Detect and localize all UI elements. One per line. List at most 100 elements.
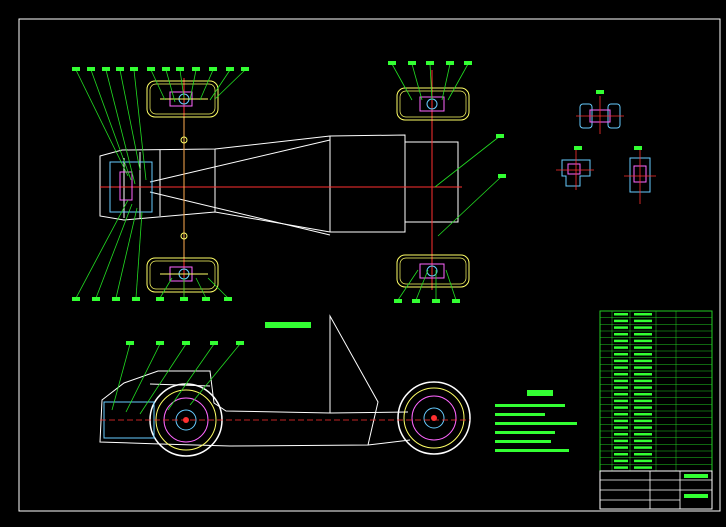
front-callout-leaders xyxy=(75,63,503,301)
steering-rack xyxy=(109,161,153,213)
parts-list-entry xyxy=(634,459,652,463)
parts-list-entry xyxy=(634,399,652,403)
side-callout-tags xyxy=(126,341,244,345)
parts-list-entry xyxy=(634,366,652,369)
hub-icon xyxy=(423,407,445,429)
detail-view-c xyxy=(624,146,656,204)
notes-line xyxy=(495,404,565,407)
parts-list-entry xyxy=(614,353,628,356)
wheel-icon xyxy=(146,257,219,293)
front-suspension-cluster xyxy=(109,117,188,258)
detail-label-tag xyxy=(574,146,582,150)
brake-caliper-icon xyxy=(567,163,581,175)
wheel-icon xyxy=(396,254,470,288)
parts-list-entry xyxy=(614,399,628,403)
detail-label-tag xyxy=(596,90,604,94)
notes-line xyxy=(495,431,555,434)
parts-list-entry xyxy=(614,333,628,336)
parts-list-entry xyxy=(614,393,628,396)
top-plan-view xyxy=(72,61,506,303)
pivot-point xyxy=(180,232,188,240)
callout-tags xyxy=(72,61,506,303)
brake-disc-icon xyxy=(411,395,457,441)
parts-list-grid xyxy=(600,311,712,471)
parts-list-entry xyxy=(614,326,628,329)
rear-wheel-side xyxy=(397,381,471,455)
wheel-icon xyxy=(149,260,216,290)
detail-label-tag xyxy=(634,146,642,150)
wheel-icon xyxy=(397,381,471,455)
parts-list-entry xyxy=(634,453,652,456)
parts-list-entry xyxy=(614,373,628,376)
wheel-icon xyxy=(403,387,465,449)
parts-list-entry xyxy=(634,466,652,469)
parts-list-entry xyxy=(634,353,652,356)
parts-list-entry xyxy=(634,333,652,336)
parts-list-entry xyxy=(614,426,628,429)
parts-list-entry xyxy=(614,433,628,436)
side-elevation-view xyxy=(99,314,471,457)
parts-list-entry xyxy=(614,466,628,469)
brake-caliper-icon xyxy=(419,263,445,279)
parts-list-entry xyxy=(614,459,628,463)
parts-list-entry xyxy=(634,426,652,429)
parts-list-entry xyxy=(614,346,628,349)
technical-notes xyxy=(495,390,577,452)
parts-list-entry xyxy=(634,446,652,449)
front-right-wheel xyxy=(146,257,219,293)
notes-line xyxy=(495,422,577,425)
side-body-line xyxy=(367,439,411,446)
parts-list-entry xyxy=(614,319,628,323)
notes-line xyxy=(495,440,551,443)
parts-list-entry xyxy=(634,413,652,416)
title-block xyxy=(599,310,713,510)
drawing-title-tag xyxy=(684,494,708,498)
parts-list-entry xyxy=(634,439,652,443)
parts-list-entry xyxy=(614,406,628,409)
wheel-icon xyxy=(146,80,219,118)
parts-list-entry xyxy=(634,326,652,329)
parts-list-entry xyxy=(634,313,652,316)
side-body-line xyxy=(329,411,409,414)
parts-list-entry xyxy=(634,386,652,389)
wheel-icon xyxy=(399,90,467,118)
wheel-icon xyxy=(399,257,467,285)
pivot-point xyxy=(180,136,188,144)
parts-list-entry xyxy=(634,419,652,423)
parts-list-entry xyxy=(614,339,628,343)
drawing-border xyxy=(18,18,721,512)
diagonal-rod xyxy=(149,139,331,183)
chassis-outline xyxy=(99,134,459,233)
parts-list-entry xyxy=(634,373,652,376)
drawing-title-tag xyxy=(684,474,708,478)
detail-view-a xyxy=(576,90,624,134)
parts-list-entry xyxy=(634,319,652,323)
parts-list-entry xyxy=(634,359,652,363)
parts-list-entry xyxy=(634,406,652,409)
parts-list-entry xyxy=(634,433,652,436)
side-callout-leaders xyxy=(111,343,241,415)
side-body-outline xyxy=(99,314,379,447)
rear-right-wheel xyxy=(396,254,470,288)
notes-heading xyxy=(527,390,553,396)
notes-line xyxy=(495,413,545,416)
diagonal-rod xyxy=(149,191,331,236)
parts-list-entry xyxy=(614,313,628,316)
parts-list-entry xyxy=(634,339,652,343)
parts-list-entry xyxy=(614,379,628,383)
notes-line xyxy=(495,449,569,452)
parts-list-entry xyxy=(634,346,652,349)
detail-views xyxy=(556,90,656,204)
parts-list-entry xyxy=(614,446,628,449)
parts-list-entry xyxy=(614,439,628,443)
parts-list-entry xyxy=(614,386,628,389)
view-title-tag xyxy=(265,322,311,328)
parts-list-entry xyxy=(614,366,628,369)
parts-list-entry xyxy=(614,453,628,456)
parts-list-entry xyxy=(614,419,628,423)
hub-icon xyxy=(426,265,438,277)
parts-list-entry xyxy=(634,393,652,396)
parts-list-entry xyxy=(614,413,628,416)
